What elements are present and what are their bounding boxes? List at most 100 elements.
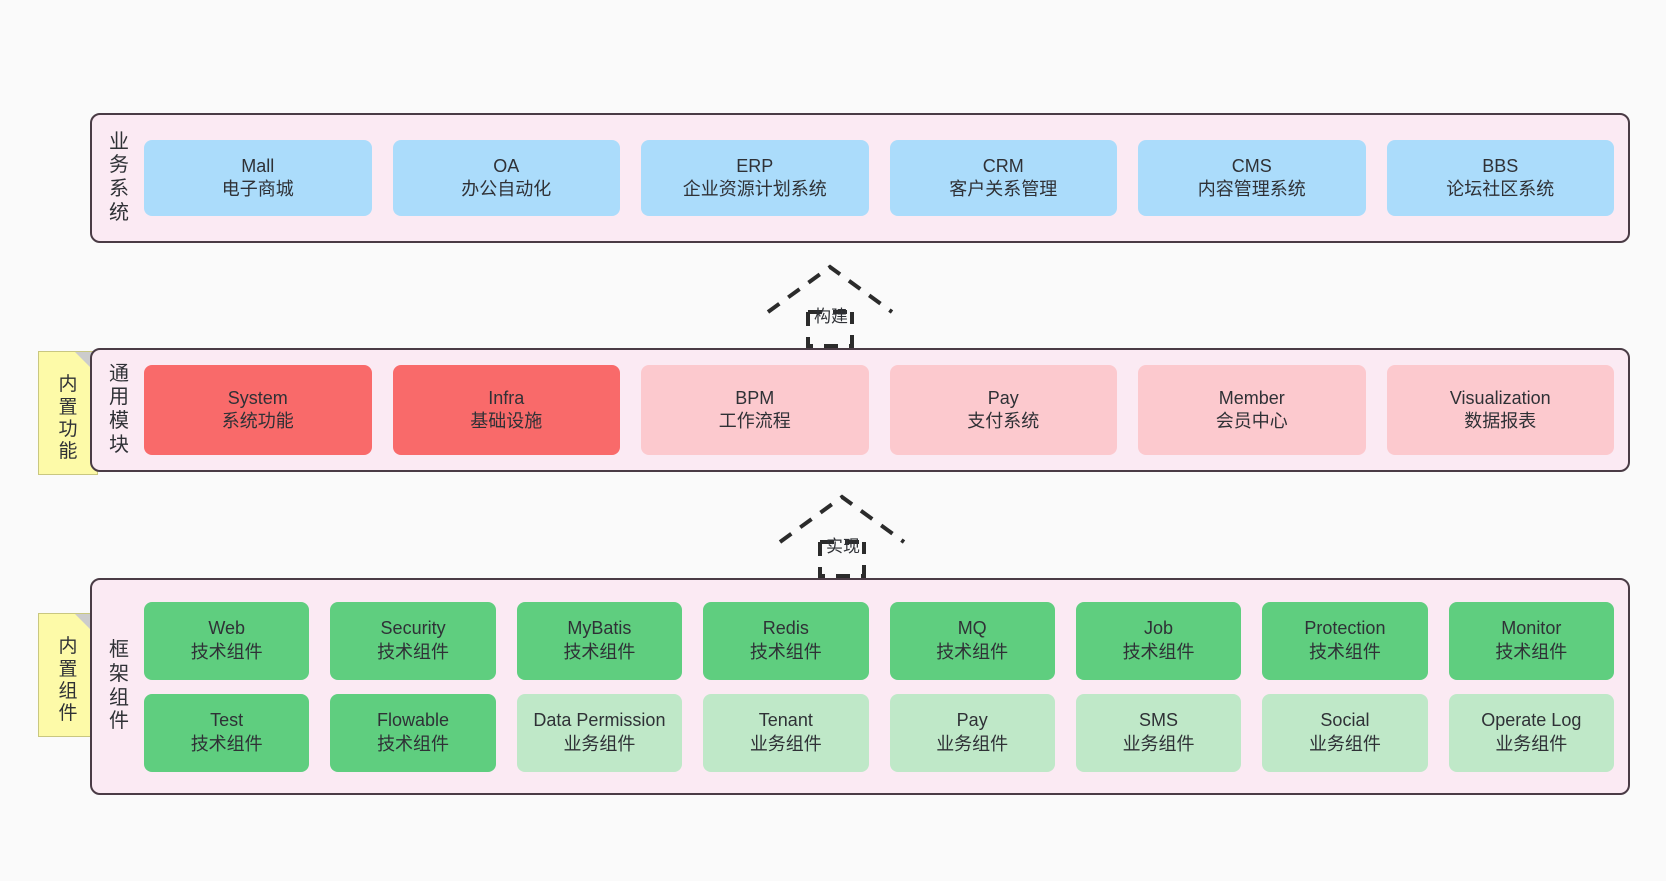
layer-title-char: 框	[109, 639, 129, 662]
node-label-en: Social	[1320, 710, 1370, 731]
note-line: 功	[58, 419, 78, 440]
node-label-cn: 企业资源计划系统	[682, 179, 827, 199]
node-bbs[interactable]: BBS 论坛社区系统	[1386, 140, 1614, 216]
layer-body-business-system: Mall 电子商城 OA 办公自动化 ERP 企业资源计划系统 CRM 客户关系…	[138, 115, 1628, 241]
arrow-build-label: 构建	[814, 307, 848, 326]
node-label-cn: 系统功能	[221, 411, 294, 431]
node-monitor[interactable]: Monitor 技术组件	[1448, 601, 1614, 680]
layer-title-char: 用	[109, 386, 129, 409]
node-label-en: BBS	[1482, 155, 1519, 176]
node-label-en: Data Permission	[533, 710, 666, 731]
node-label-en: Operate Log	[1481, 710, 1582, 731]
node-label-cn: 论坛社区系统	[1446, 179, 1555, 199]
node-label-en: CRM	[982, 155, 1024, 176]
node-bpm[interactable]: BPM 工作流程	[641, 365, 869, 455]
node-label-en: Pay	[956, 710, 988, 731]
node-label-en: CMS	[1231, 155, 1272, 176]
arrow-build-icon	[766, 264, 894, 348]
node-label-en: SMS	[1139, 710, 1179, 731]
node-label-cn: 业务组件	[749, 733, 822, 754]
node-label-en: Monitor	[1501, 618, 1562, 639]
node-label-cn: 技术组件	[377, 733, 450, 754]
note-line: 组	[58, 681, 78, 702]
layer-business-system: 业 务 系 统 Mall 电子商城 OA 办公自动化 ERP 企业资源计划系统	[90, 113, 1630, 243]
node-pay-component[interactable]: Pay 业务组件	[889, 693, 1055, 772]
node-label-cn: 会员中心	[1215, 411, 1288, 431]
node-crm[interactable]: CRM 客户关系管理	[889, 140, 1117, 216]
arrow-build: 构建	[760, 262, 910, 348]
node-social[interactable]: Social 业务组件	[1262, 693, 1428, 772]
node-label-cn: 办公自动化	[461, 179, 552, 199]
note-builtin-component: 内 置 组 件	[38, 613, 98, 737]
node-infra[interactable]: Infra 基础设施	[392, 365, 620, 455]
node-member[interactable]: Member 会员中心	[1138, 365, 1366, 455]
node-label-en: Infra	[488, 387, 525, 408]
layer-title-char: 件	[109, 710, 129, 733]
node-label-cn: 电子商城	[221, 179, 294, 199]
node-job[interactable]: Job 技术组件	[1075, 601, 1242, 680]
note-line: 内	[58, 636, 78, 658]
node-security[interactable]: Security 技术组件	[330, 601, 496, 680]
node-label-en: Member	[1218, 387, 1285, 408]
node-label-en: Visualization	[1449, 387, 1551, 408]
node-row-business: Test 技术组件 Flowable 技术组件 Data Permission …	[144, 693, 1614, 772]
note-line: 内	[58, 374, 78, 396]
node-visualization[interactable]: Visualization 数据报表	[1386, 365, 1614, 455]
layer-common-module: 通 用 模 块 System 系统功能 Infra 基础设施 BPM 工作流程	[90, 348, 1630, 472]
node-label-en: OA	[493, 155, 520, 176]
node-mall[interactable]: Mall 电子商城	[144, 140, 372, 216]
node-test[interactable]: Test 技术组件	[144, 693, 310, 772]
layer-body-framework-component: Web 技术组件 Security 技术组件 MyBatis 技术组件 Redi…	[138, 580, 1628, 793]
node-flowable[interactable]: Flowable 技术组件	[330, 693, 496, 772]
node-label-cn: 支付系统	[967, 411, 1040, 431]
layer-title-char: 系	[109, 178, 129, 200]
node-row: Mall 电子商城 OA 办公自动化 ERP 企业资源计划系统 CRM 客户关系…	[144, 140, 1614, 216]
node-mybatis[interactable]: MyBatis 技术组件	[516, 601, 683, 680]
node-mq[interactable]: MQ 技术组件	[889, 601, 1055, 680]
node-label-en: BPM	[735, 387, 775, 408]
note-builtin-function: 内 置 功 能	[38, 351, 98, 475]
layer-title-char: 组	[109, 686, 129, 709]
node-tenant[interactable]: Tenant 业务组件	[703, 693, 869, 772]
node-label-cn: 技术组件	[749, 641, 822, 662]
node-redis[interactable]: Redis 技术组件	[703, 601, 869, 680]
node-system[interactable]: System 系统功能	[144, 365, 372, 455]
note-line: 件	[58, 703, 78, 725]
node-label-cn: 业务组件	[1495, 733, 1568, 754]
node-erp[interactable]: ERP 企业资源计划系统	[641, 140, 869, 216]
node-pay-module[interactable]: Pay 支付系统	[889, 365, 1117, 455]
node-label-en: Redis	[762, 618, 809, 639]
node-label-en: System	[227, 387, 288, 408]
node-label-en: Tenant	[758, 710, 813, 731]
node-oa[interactable]: OA 办公自动化	[392, 140, 620, 216]
node-label-cn: 数据报表	[1464, 411, 1537, 431]
node-web[interactable]: Web 技术组件	[144, 601, 310, 680]
note-line: 置	[58, 658, 78, 680]
node-label-en: Web	[208, 618, 246, 639]
node-label-cn: 业务组件	[1122, 733, 1195, 754]
node-label-cn: 技术组件	[936, 641, 1009, 662]
node-data-permission[interactable]: Data Permission 业务组件	[516, 693, 683, 772]
node-sms[interactable]: SMS 业务组件	[1075, 693, 1242, 772]
node-label-en: Job	[1144, 618, 1174, 639]
arrow-implement-label: 实现	[826, 537, 860, 556]
layer-title-char: 架	[109, 662, 129, 685]
node-row: System 系统功能 Infra 基础设施 BPM 工作流程 Pay 支付系统…	[144, 365, 1614, 455]
node-label-cn: 基础设施	[470, 411, 543, 431]
layer-body-common-module: System 系统功能 Infra 基础设施 BPM 工作流程 Pay 支付系统…	[138, 350, 1628, 470]
node-cms[interactable]: CMS 内容管理系统	[1138, 140, 1366, 216]
layer-title-char: 统	[109, 201, 129, 224]
layer-title-business-system: 业 务 系 统	[100, 131, 138, 225]
note-line: 能	[58, 441, 78, 463]
node-operate-log[interactable]: Operate Log 业务组件	[1448, 693, 1614, 772]
node-label-cn: 业务组件	[563, 733, 636, 754]
node-protection[interactable]: Protection 技术组件	[1262, 601, 1428, 680]
node-label-en: ERP	[736, 155, 774, 176]
layer-framework-component: 框 架 组 件 Web 技术组件 Security 技术组件 MyBatis 技…	[90, 578, 1630, 795]
node-label-cn: 内容管理系统	[1197, 179, 1306, 199]
arrow-implement: 实现	[772, 492, 922, 578]
node-label-en: MyBatis	[567, 618, 632, 639]
node-label-cn: 技术组件	[563, 641, 636, 662]
layer-title-char: 通	[109, 362, 129, 385]
node-label-en: Protection	[1304, 618, 1386, 639]
